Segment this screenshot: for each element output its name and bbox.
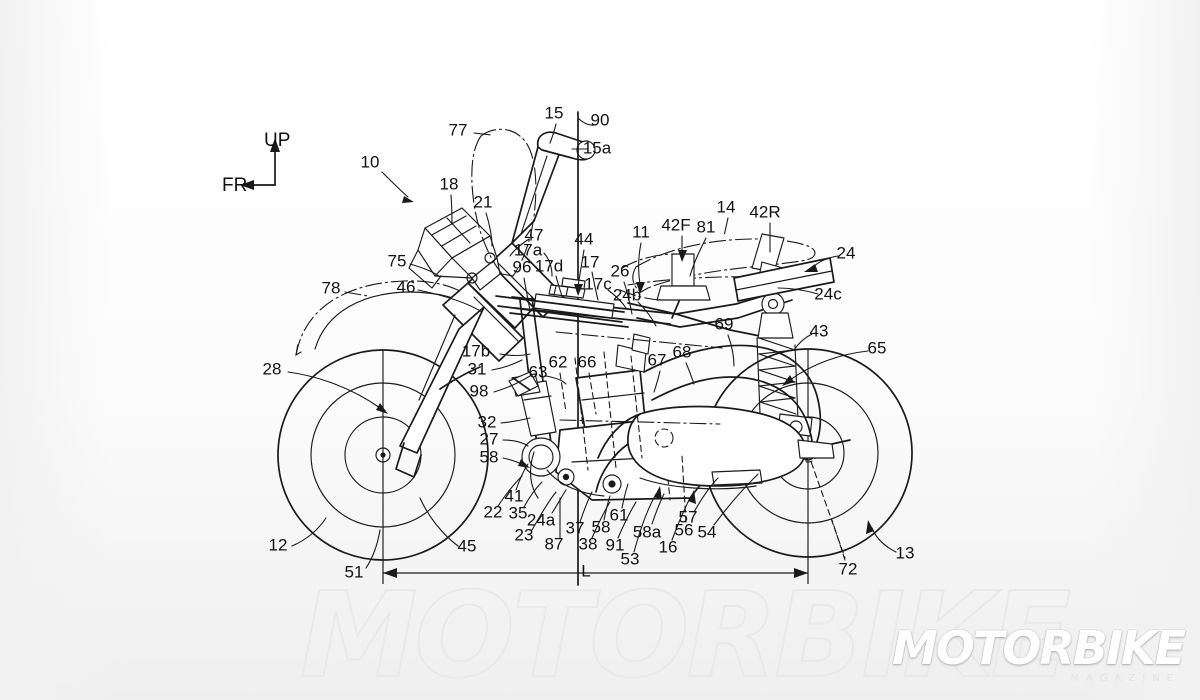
callout-label-26: 26 xyxy=(611,261,630,280)
callout-label-18: 18 xyxy=(440,174,459,193)
callout-label-11: 11 xyxy=(632,222,650,241)
callout-label-17d: 17d xyxy=(535,256,563,275)
callout-label-57: 57 xyxy=(679,507,698,526)
callout-label-24: 24 xyxy=(837,243,856,262)
callout-label-46: 46 xyxy=(397,277,416,296)
callout-label-24c: 24c xyxy=(814,284,842,303)
orientation-fr-label: FR xyxy=(222,175,247,196)
callout-label-58a: 58a xyxy=(633,522,662,541)
callout-label-14: 14 xyxy=(717,197,736,216)
callout-label-42R: 42R xyxy=(749,202,780,221)
callout-label-66: 66 xyxy=(578,352,597,371)
callout-label-51: 51 xyxy=(345,562,364,581)
callout-label-27: 27 xyxy=(480,429,499,448)
callout-label-54: 54 xyxy=(698,522,717,541)
headlight-unit xyxy=(408,207,501,291)
callout-label-15a: 15a xyxy=(583,138,612,157)
callout-label-44: 44 xyxy=(575,229,594,248)
dimension-line-L: L xyxy=(382,557,809,584)
callout-label-53: 53 xyxy=(621,549,640,568)
callout-label-47: 47 xyxy=(525,225,544,244)
orientation-indicator: UP FR xyxy=(222,130,290,196)
callout-label-75: 75 xyxy=(388,251,407,270)
tank-assembly xyxy=(495,277,629,328)
callout-label-31: 31 xyxy=(468,359,487,378)
callout-label-37: 37 xyxy=(566,518,585,537)
callout-label-38: 38 xyxy=(579,534,598,553)
rear-side-cover xyxy=(619,253,677,301)
callout-label-58b: 58 xyxy=(592,517,611,536)
front-wheel xyxy=(277,349,489,561)
callout-label-23: 23 xyxy=(515,525,534,544)
callout-label-81: 81 xyxy=(697,217,716,236)
callout-label-58: 58 xyxy=(480,447,499,466)
callout-label-56: 56 xyxy=(675,520,694,539)
callout-label-72: 72 xyxy=(839,559,858,578)
callout-label-28: 28 xyxy=(263,359,282,378)
callout-label-98: 98 xyxy=(470,381,489,400)
callout-label-61: 61 xyxy=(610,505,629,524)
callout-label-41: 41 xyxy=(505,486,524,505)
callout-label-17c: 17c xyxy=(584,274,612,293)
callout-label-69: 69 xyxy=(715,314,734,333)
callout-label-96: 96 xyxy=(513,257,532,276)
callout-label-77: 77 xyxy=(449,120,468,139)
callout-label-90: 90 xyxy=(591,110,610,129)
callout-label-12: 12 xyxy=(269,535,288,554)
dimension-label-L: L xyxy=(581,561,590,580)
leader-lines xyxy=(287,117,897,569)
callout-label-65: 65 xyxy=(868,338,887,357)
callout-label-10: 10 xyxy=(361,152,380,171)
callout-label-15: 15 xyxy=(545,103,564,122)
exhaust-muffler xyxy=(595,405,851,493)
callout-label-62: 62 xyxy=(549,352,568,371)
suspension-linkage xyxy=(529,331,723,499)
callout-label-43: 43 xyxy=(810,321,829,340)
seat xyxy=(627,233,816,301)
orientation-up-label: UP xyxy=(264,130,290,151)
callout-label-68: 68 xyxy=(673,342,692,361)
callout-label-24b: 24b xyxy=(613,285,641,304)
callout-label-87: 87 xyxy=(545,534,564,553)
callout-label-91: 91 xyxy=(606,535,625,554)
callout-label-67: 67 xyxy=(648,350,667,369)
callout-label-16: 16 xyxy=(659,537,678,556)
callout-label-24a: 24a xyxy=(527,510,556,529)
callout-label-42F: 42F xyxy=(661,215,690,234)
callout-label-45: 45 xyxy=(458,536,477,555)
callout-label-21: 21 xyxy=(474,192,493,211)
callout-label-17: 17 xyxy=(581,252,600,271)
callout-label-32: 32 xyxy=(478,412,497,431)
callout-label-17a: 17a xyxy=(514,240,543,259)
callout-label-22: 22 xyxy=(484,502,503,521)
callout-label-78: 78 xyxy=(322,278,341,297)
callout-label-63: 63 xyxy=(529,362,548,381)
callout-label-13: 13 xyxy=(896,543,915,562)
callout-label-17b: 17b xyxy=(462,341,490,360)
callout-label-35: 35 xyxy=(509,503,528,522)
